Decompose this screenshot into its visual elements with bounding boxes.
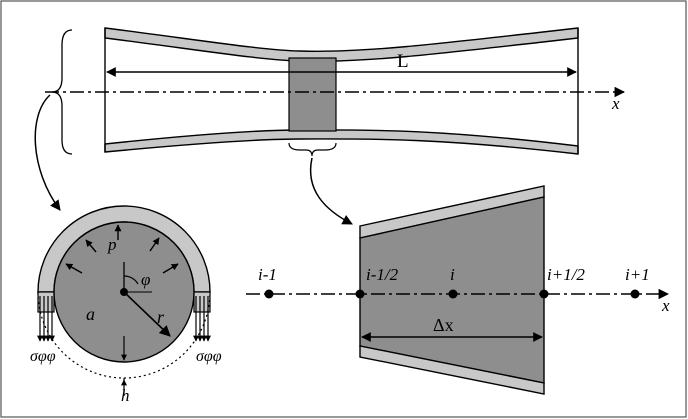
tube-lower-wall (104, 129, 579, 155)
dx-label: Δx (433, 315, 454, 335)
radius-r-label: r (157, 307, 165, 327)
node-i-plus-half-label: i+1/2 (547, 265, 585, 284)
node-i-minus-1 (264, 289, 274, 299)
node-i-minus-1-label: i-1 (258, 265, 277, 284)
right-stress-arrows (193, 296, 211, 342)
node-i-plus-1-label: i+1 (625, 265, 650, 284)
arrow-to-cross-section (34, 94, 61, 211)
node-i (448, 289, 458, 299)
stress-left-label: σφφ (30, 348, 56, 365)
bottom-axis-label: x (661, 296, 670, 315)
thickness-label: h (121, 386, 130, 405)
tube-segment (288, 57, 337, 132)
left-brace (51, 29, 73, 155)
angle-label: φ (141, 270, 150, 289)
node-i-label: i (450, 265, 455, 284)
arrow-to-section-detail (309, 157, 353, 225)
pressure-arrows (65, 224, 179, 274)
pressure-label: p (107, 235, 117, 254)
vessel-tube (104, 27, 579, 155)
radius-arrow (123, 291, 171, 337)
node-i-minus-half (355, 289, 365, 299)
right-wall-cut (193, 291, 211, 313)
section-lower-wall (359, 345, 545, 395)
segment-brace (288, 142, 337, 157)
tube-upper-wall (104, 27, 579, 62)
node-i-plus-half (539, 289, 549, 299)
phi-arc (123, 275, 139, 285)
stress-right-label: σφφ (196, 348, 222, 365)
length-label: L (397, 51, 409, 72)
node-i-plus-1 (630, 289, 640, 299)
node-i-minus-half-label: i-1/2 (366, 265, 399, 284)
top-axis-label: x (611, 94, 620, 113)
radius-a-label: a (86, 304, 95, 324)
left-stress-arrows (37, 296, 55, 342)
cross-section: p φ r a σφφ σφφ h (30, 205, 222, 405)
